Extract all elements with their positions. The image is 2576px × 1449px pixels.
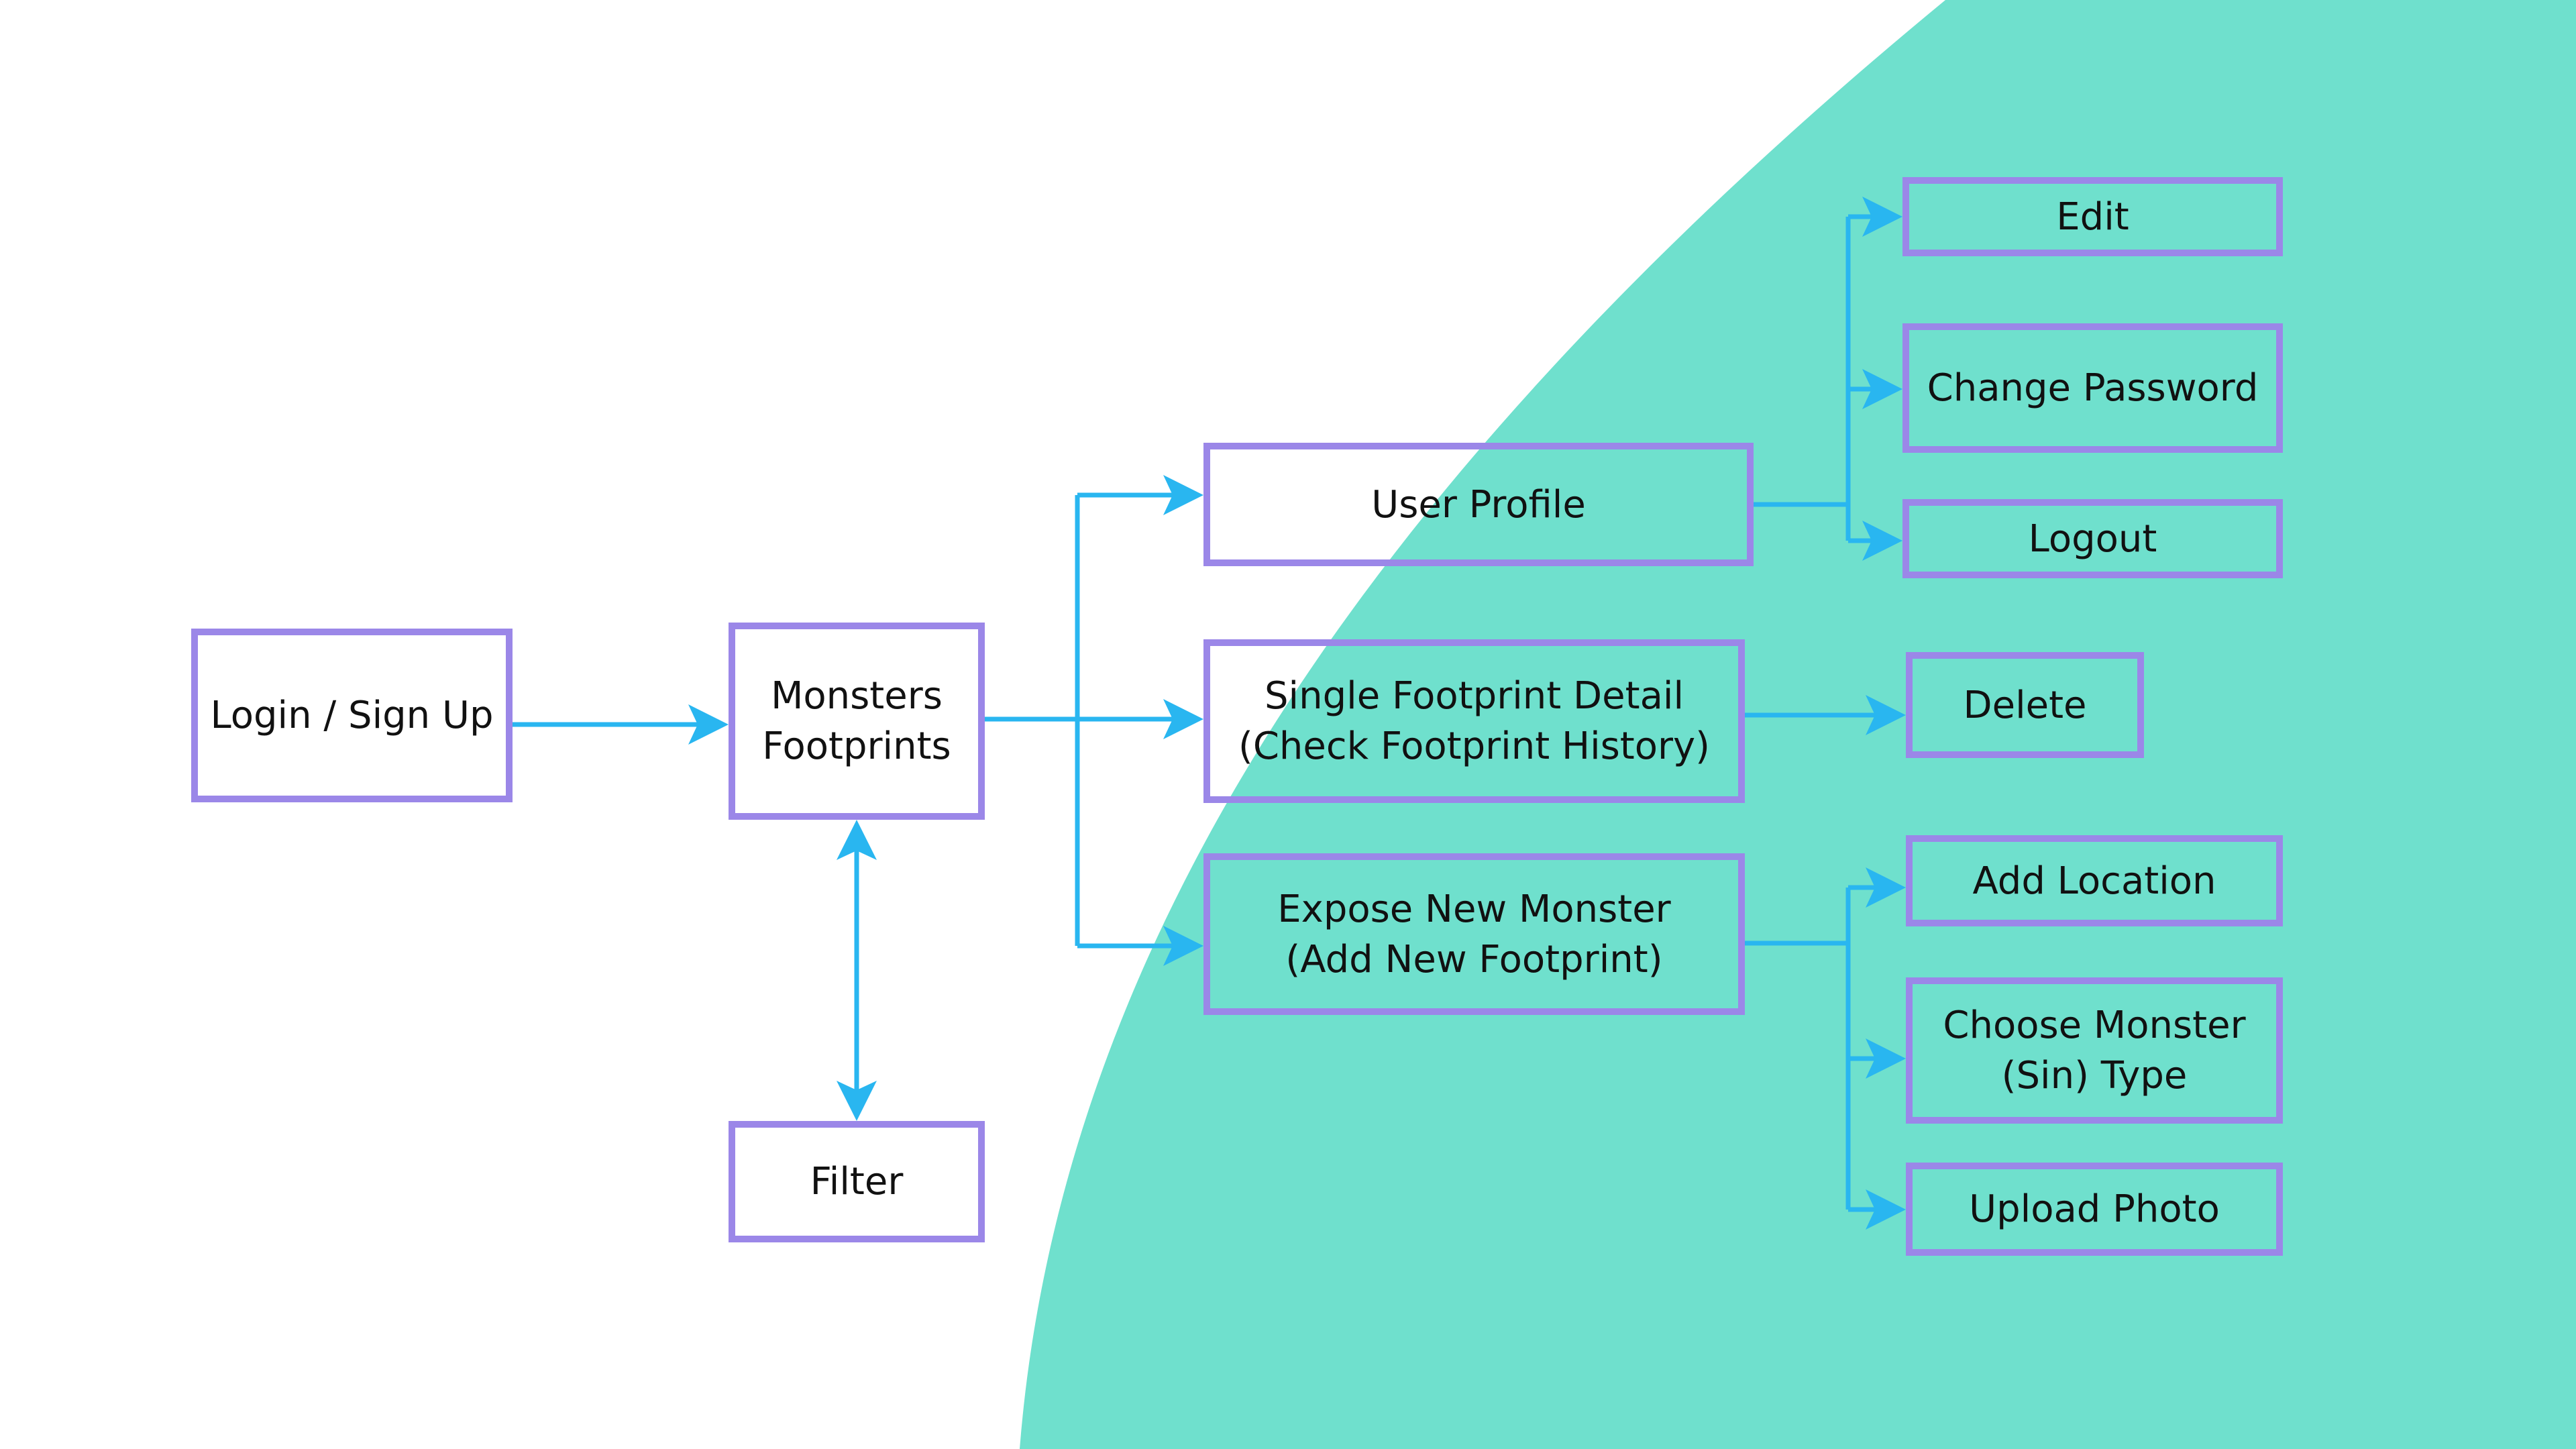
logout-node: Logout (1902, 499, 2283, 578)
login-signup-node: Login / Sign Up (191, 629, 513, 802)
arrowhead-down-filter (837, 1081, 877, 1121)
node-label-line: Upload Photo (1969, 1187, 2220, 1231)
add-location-node: Add Location (1906, 835, 2283, 926)
node-label-line: (Check Footprint History) (1238, 724, 1711, 768)
filter-node: Filter (729, 1121, 985, 1242)
node-label-line: Single Footprint Detail (1265, 674, 1684, 718)
arrowhead-to-monsters (688, 704, 729, 745)
node-label-line: Edit (2056, 195, 2129, 239)
arrowhead-to-change (1862, 369, 1902, 409)
arrowhead-to-upload (1866, 1189, 1906, 1230)
user-profile-node: User Profile (1203, 443, 1754, 566)
arrowhead-to-addloc (1866, 867, 1906, 908)
arrowhead-to-profile (1163, 475, 1203, 515)
node-label-line: Monsters (771, 674, 943, 718)
arrowhead-to-delete (1866, 695, 1906, 735)
node-label-line: Login / Sign Up (210, 694, 494, 737)
node-label-line: Logout (2028, 517, 2157, 561)
arrowhead-to-edit (1862, 197, 1902, 237)
node-label-line: Change Password (1927, 366, 2259, 410)
arrowhead-to-logout (1862, 521, 1902, 561)
delete-node: Delete (1906, 652, 2144, 758)
node-label-line: (Sin) Type (2001, 1054, 2188, 1097)
node-label-line: User Profile (1371, 482, 1586, 527)
node-label-line: Footprints (762, 724, 951, 768)
arrowhead-up-monsters (837, 820, 877, 860)
node-label-line: Delete (1963, 683, 2087, 727)
node-label-line: Filter (810, 1160, 904, 1203)
arrowhead-to-single (1163, 699, 1203, 739)
edit-node: Edit (1902, 177, 2283, 256)
node-label-line: Choose Monster (1943, 1004, 2246, 1047)
teal-arc-shape (1020, 0, 2576, 1449)
upload-photo-node: Upload Photo (1906, 1163, 2283, 1256)
arrowhead-to-choose (1866, 1038, 1906, 1079)
node-label-line: Add Location (1972, 859, 2216, 903)
single-footprint-detail-node: Single Footprint Detail (Check Footprint … (1203, 639, 1745, 803)
choose-monster-type-node: Choose Monster (Sin) Type (1906, 977, 2283, 1124)
expose-new-monster-node: Expose New Monster (Add New Footprint) (1203, 853, 1745, 1015)
change-password-node: Change Password (1902, 323, 2283, 453)
arrowhead-to-expose (1163, 926, 1203, 966)
node-label-line: (Add New Footprint) (1285, 937, 1663, 981)
node-label-line: Expose New Monster (1277, 887, 1671, 931)
